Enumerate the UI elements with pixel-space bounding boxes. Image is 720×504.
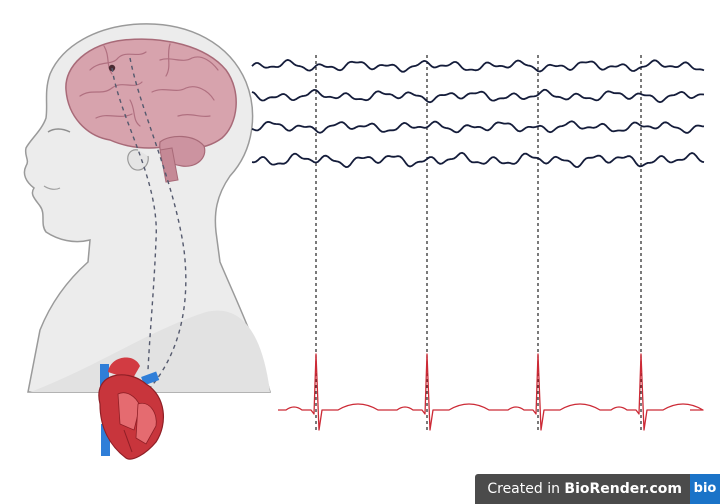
eeg-trace-2 — [251, 88, 705, 104]
eeg-trace-3 — [251, 120, 705, 134]
ear-outline — [127, 149, 149, 171]
biorender-badge[interactable]: Created in BioRender.com bio — [475, 474, 720, 504]
eye-outline — [47, 128, 71, 133]
badge-brand: BioRender.com — [564, 481, 682, 497]
mouth-outline — [43, 185, 61, 190]
brainstem — [159, 147, 179, 183]
biorender-logo-icon: bio — [690, 474, 720, 504]
vagus-nerve-path — [111, 57, 187, 389]
ecg-trace — [278, 353, 704, 431]
eeg-trace-4 — [251, 151, 705, 168]
brain — [65, 38, 237, 183]
sync-lines — [315, 55, 642, 430]
heart — [98, 357, 164, 460]
eeg-traces — [251, 59, 705, 168]
eeg-trace-1 — [251, 59, 705, 73]
badge-text: Created in BioRender.com — [475, 474, 690, 504]
badge-prefix: Created in — [487, 481, 565, 497]
